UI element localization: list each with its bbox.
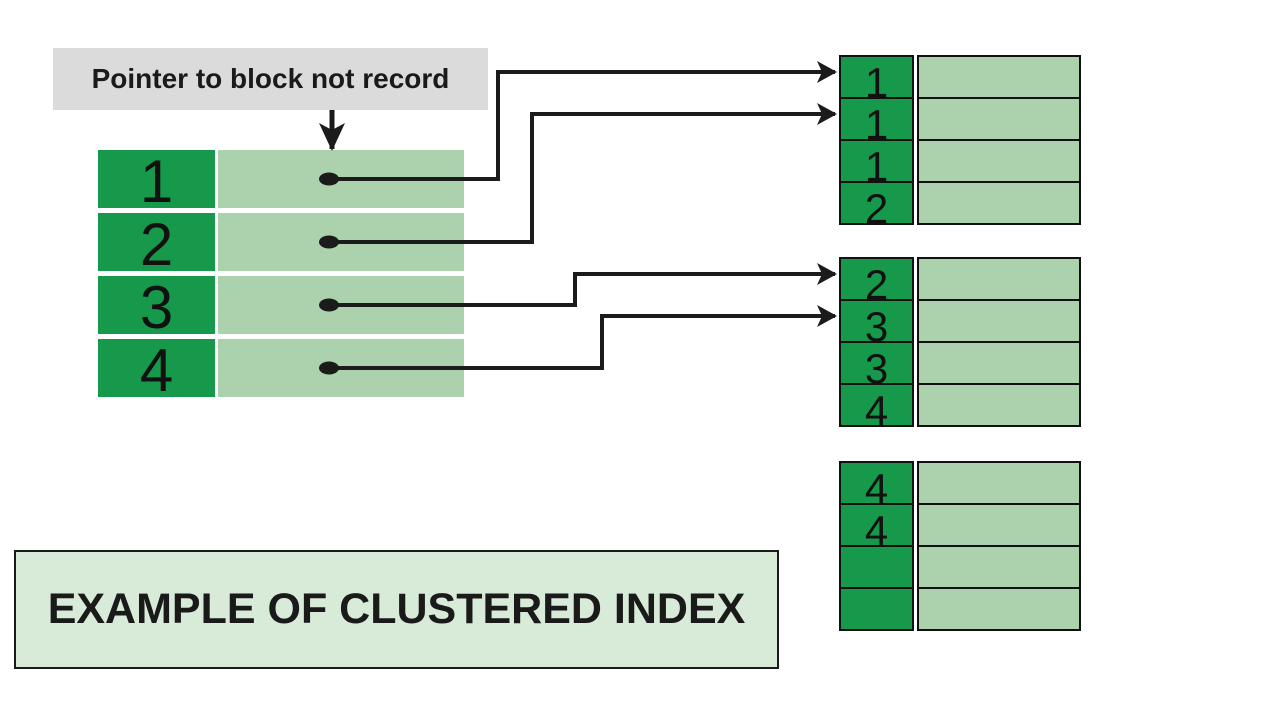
index-pointer-cell bbox=[218, 276, 464, 334]
title-text: EXAMPLE OF CLUSTERED INDEX bbox=[47, 585, 746, 633]
block-key-cell: 2 bbox=[839, 181, 914, 230]
index-key-value: 4 bbox=[139, 337, 174, 404]
block-record-cell bbox=[917, 299, 1081, 343]
block-key-value: 1 bbox=[864, 101, 889, 148]
block-key-cell: 1 bbox=[839, 55, 914, 104]
block-key-cell: 4 bbox=[839, 503, 914, 552]
block-key-cell bbox=[839, 545, 914, 589]
block-key-cell: 4 bbox=[839, 461, 914, 510]
block-row: 2 bbox=[839, 181, 1081, 230]
annotation-text: Pointer to block not record bbox=[91, 63, 450, 94]
block-record-cell bbox=[917, 257, 1081, 301]
block-key-cell: 4 bbox=[839, 383, 914, 432]
annotation-box: Pointer to block not record bbox=[53, 48, 488, 110]
block-row: 2 bbox=[839, 257, 1081, 306]
index-key-cell: 3 bbox=[98, 276, 215, 338]
block-record-cell bbox=[917, 383, 1081, 427]
index-row: 4 bbox=[98, 339, 464, 401]
block-key-value: 2 bbox=[864, 261, 889, 308]
block-key-value: 3 bbox=[864, 303, 889, 350]
block-row: 1 bbox=[839, 97, 1081, 146]
index-key-cell: 1 bbox=[98, 150, 215, 212]
title-box: EXAMPLE OF CLUSTERED INDEX bbox=[14, 550, 779, 669]
block-record-cell bbox=[917, 461, 1081, 505]
block-key-cell: 3 bbox=[839, 341, 914, 390]
index-row: 1 bbox=[98, 150, 464, 212]
block-key-value: 4 bbox=[864, 387, 889, 434]
block-row bbox=[839, 545, 1081, 589]
index-pointer-cell bbox=[218, 213, 464, 271]
index-key-cell: 2 bbox=[98, 213, 215, 275]
index-key-value: 1 bbox=[139, 148, 174, 215]
block-key-value: 4 bbox=[864, 507, 889, 554]
index-row: 3 bbox=[98, 276, 464, 338]
index-key-cell: 4 bbox=[98, 339, 215, 401]
block-row: 1 bbox=[839, 55, 1081, 104]
block-record-cell bbox=[917, 503, 1081, 547]
index-pointer-cell bbox=[218, 339, 464, 397]
block-key-cell: 1 bbox=[839, 97, 914, 146]
index-key-value: 2 bbox=[139, 211, 174, 278]
block-row: 4 bbox=[839, 461, 1081, 510]
block-record-cell bbox=[917, 139, 1081, 183]
block-key-value: 4 bbox=[864, 465, 889, 512]
index-pointer-cell bbox=[218, 150, 464, 208]
block-row bbox=[839, 587, 1081, 631]
block-key-cell bbox=[839, 587, 914, 631]
block-row: 1 bbox=[839, 139, 1081, 188]
block-record-cell bbox=[917, 341, 1081, 385]
block-record-cell bbox=[917, 587, 1081, 631]
index-key-value: 3 bbox=[139, 274, 174, 341]
block-key-cell: 1 bbox=[839, 139, 914, 188]
index-row: 2 bbox=[98, 213, 464, 275]
block-row: 3 bbox=[839, 341, 1081, 390]
block-row: 4 bbox=[839, 383, 1081, 432]
block-key-value: 1 bbox=[864, 143, 889, 190]
block-record-cell bbox=[917, 181, 1081, 225]
block-key-cell: 3 bbox=[839, 299, 914, 348]
block-key-value: 1 bbox=[864, 59, 889, 106]
block-key-value: 2 bbox=[864, 185, 889, 232]
block-key-value: 3 bbox=[864, 345, 889, 392]
block-record-cell bbox=[917, 97, 1081, 141]
block-record-cell bbox=[917, 545, 1081, 589]
block-row: 4 bbox=[839, 503, 1081, 552]
block-row: 3 bbox=[839, 299, 1081, 348]
block-record-cell bbox=[917, 55, 1081, 99]
block-key-cell: 2 bbox=[839, 257, 914, 306]
